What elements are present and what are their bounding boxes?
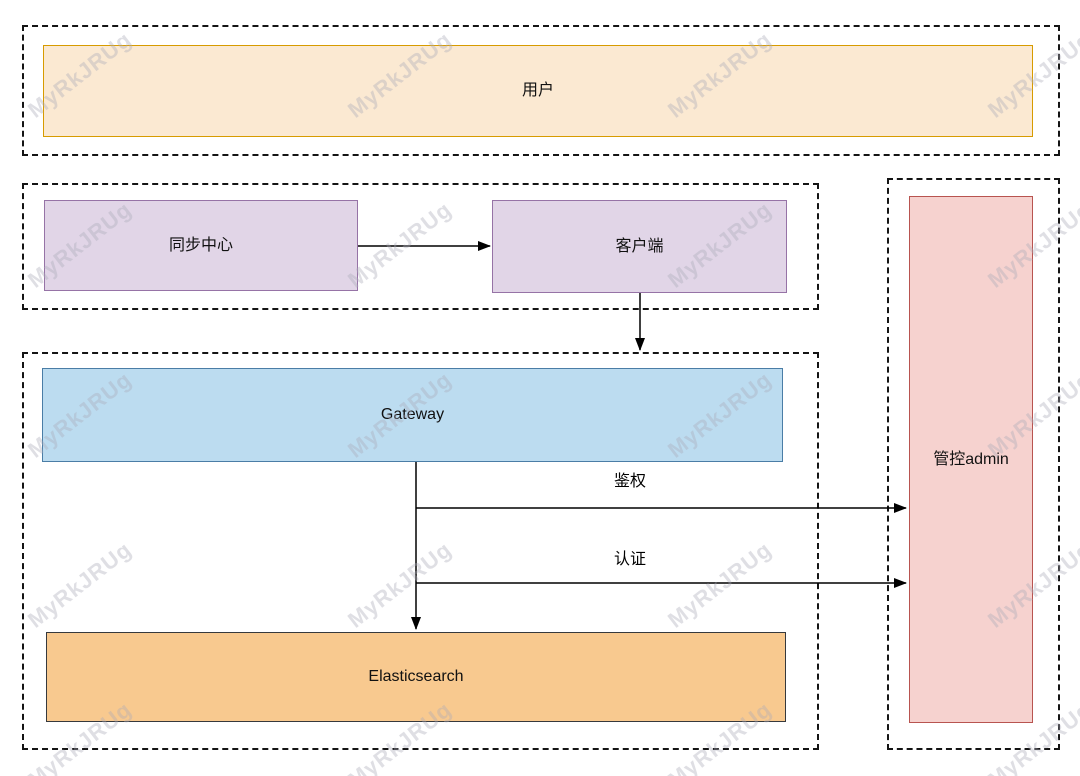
node-admin: 管控admin — [909, 196, 1033, 723]
node-sync-center-label: 同步中心 — [168, 236, 233, 254]
sync-client-group-frame — [22, 183, 819, 310]
admin-group-frame — [887, 178, 1060, 750]
node-sync-center: 同步中心 — [44, 200, 358, 291]
edge-label-authz: 鉴权 — [613, 473, 647, 490]
node-elasticsearch: Elasticsearch — [46, 632, 786, 722]
user-group-frame — [22, 25, 1060, 156]
node-elasticsearch-label: Elasticsearch — [368, 668, 464, 686]
node-user: 用户 — [43, 45, 1033, 137]
node-user-label: 用户 — [521, 82, 554, 100]
edge-label-authn: 认证 — [613, 551, 647, 568]
gateway-es-group-frame — [22, 352, 819, 750]
node-gateway-label: Gateway — [380, 406, 445, 424]
node-gateway: Gateway — [42, 368, 783, 462]
node-client-label: 客户端 — [615, 237, 664, 255]
node-client: 客户端 — [492, 200, 787, 293]
node-admin-label: 管控admin — [933, 450, 1009, 468]
